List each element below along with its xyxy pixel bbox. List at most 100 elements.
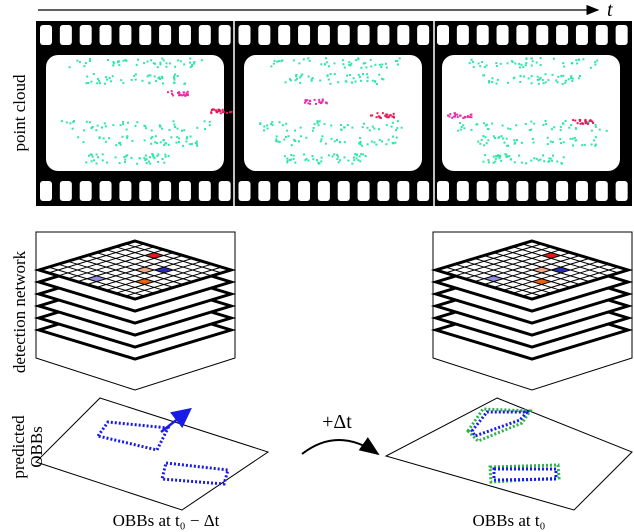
ground-point: [89, 57, 91, 60]
sprocket-hole: [615, 25, 628, 45]
ground-point: [263, 129, 265, 132]
ground-point: [518, 154, 521, 157]
ground-point: [564, 81, 567, 84]
object-point: [222, 110, 225, 113]
ground-point: [290, 144, 293, 147]
network-container-right: [432, 231, 633, 391]
ground-point: [598, 128, 601, 131]
ground-point: [505, 154, 508, 157]
ground-point: [185, 140, 188, 143]
ground-point: [515, 124, 518, 127]
ground-point: [126, 136, 129, 139]
ground-point: [562, 156, 565, 159]
ground-point: [165, 62, 168, 65]
ground-point: [562, 141, 565, 144]
ground-point: [123, 156, 126, 158]
ground-point: [146, 60, 149, 63]
ground-point: [286, 157, 289, 160]
ground-point: [484, 124, 487, 127]
ground-point: [360, 66, 363, 69]
ground-point: [286, 129, 289, 132]
ground-point: [152, 156, 155, 159]
activated-cell: [135, 267, 155, 273]
object-point: [313, 98, 316, 101]
ground-point: [193, 61, 196, 63]
ground-point: [287, 135, 290, 138]
ground-point: [362, 153, 365, 156]
ground-point: [343, 66, 346, 69]
ground-point: [88, 60, 91, 62]
ground-point: [157, 77, 160, 80]
object-point: [592, 122, 595, 124]
ground-point: [533, 122, 536, 125]
sprocket-hole: [556, 181, 569, 201]
ground-point: [364, 155, 367, 157]
film-sprocket-holes: [40, 21, 628, 206]
ground-point: [375, 83, 378, 85]
ground-point: [96, 124, 99, 127]
ground-point: [85, 82, 88, 85]
ground-point: [559, 125, 562, 128]
ground-point: [85, 120, 88, 123]
ground-plane-right: [384, 397, 633, 511]
ground-point: [378, 73, 381, 76]
ground-point: [275, 138, 278, 141]
ground-point: [122, 123, 125, 126]
ground-point: [208, 124, 211, 127]
ground-point: [176, 75, 179, 77]
object-point: [167, 91, 169, 94]
ground-point: [459, 128, 462, 131]
object-point: [453, 112, 456, 115]
ground-point: [159, 61, 162, 64]
ground-point: [514, 62, 517, 65]
ground-point: [143, 62, 146, 65]
object-point: [309, 102, 312, 105]
object-point: [226, 111, 229, 114]
ground-point: [120, 79, 123, 82]
ground-point: [491, 77, 494, 80]
sprocket-hole: [298, 25, 311, 45]
ground-point: [305, 136, 308, 139]
ground-point: [157, 160, 160, 163]
grid-line: [483, 255, 581, 285]
ground-point: [101, 153, 104, 156]
ground-point: [359, 137, 362, 139]
sprocket-hole: [258, 25, 271, 45]
ground-point: [174, 65, 177, 68]
object-point: [388, 114, 391, 117]
ground-point: [594, 123, 597, 126]
ground-point: [294, 129, 296, 132]
ground-point: [468, 61, 471, 64]
ground-point: [384, 62, 387, 65]
ground-point: [366, 76, 369, 79]
predicted-obbs-label-line1: predicted: [9, 415, 28, 479]
ground-point: [333, 153, 336, 156]
ground-point: [144, 159, 147, 161]
ground-point: [530, 159, 533, 162]
ground-point: [542, 154, 544, 157]
sprocket-hole: [198, 25, 211, 45]
ground-point: [173, 78, 176, 81]
ground-point: [476, 123, 479, 126]
ground-point: [292, 158, 295, 160]
sprocket-hole: [40, 25, 52, 45]
ground-point: [587, 121, 590, 124]
ground-point: [193, 62, 196, 65]
ground-point: [189, 57, 192, 60]
ground-point: [89, 121, 91, 124]
sprocket-hole: [437, 181, 449, 201]
sprocket-hole: [516, 181, 529, 201]
ground-point: [134, 124, 137, 127]
object-point: [392, 112, 395, 115]
obb-left-car-2: [160, 461, 230, 486]
ground-point: [88, 154, 90, 157]
ground-point: [333, 73, 336, 76]
ground-point: [85, 161, 88, 164]
ground-point: [472, 66, 475, 68]
ground-point: [308, 59, 311, 62]
ground-point: [343, 141, 346, 144]
ground-point: [472, 60, 474, 63]
ground-point: [305, 158, 308, 160]
time-axis-label: t: [607, 0, 613, 21]
sprocket-hole: [238, 25, 251, 45]
